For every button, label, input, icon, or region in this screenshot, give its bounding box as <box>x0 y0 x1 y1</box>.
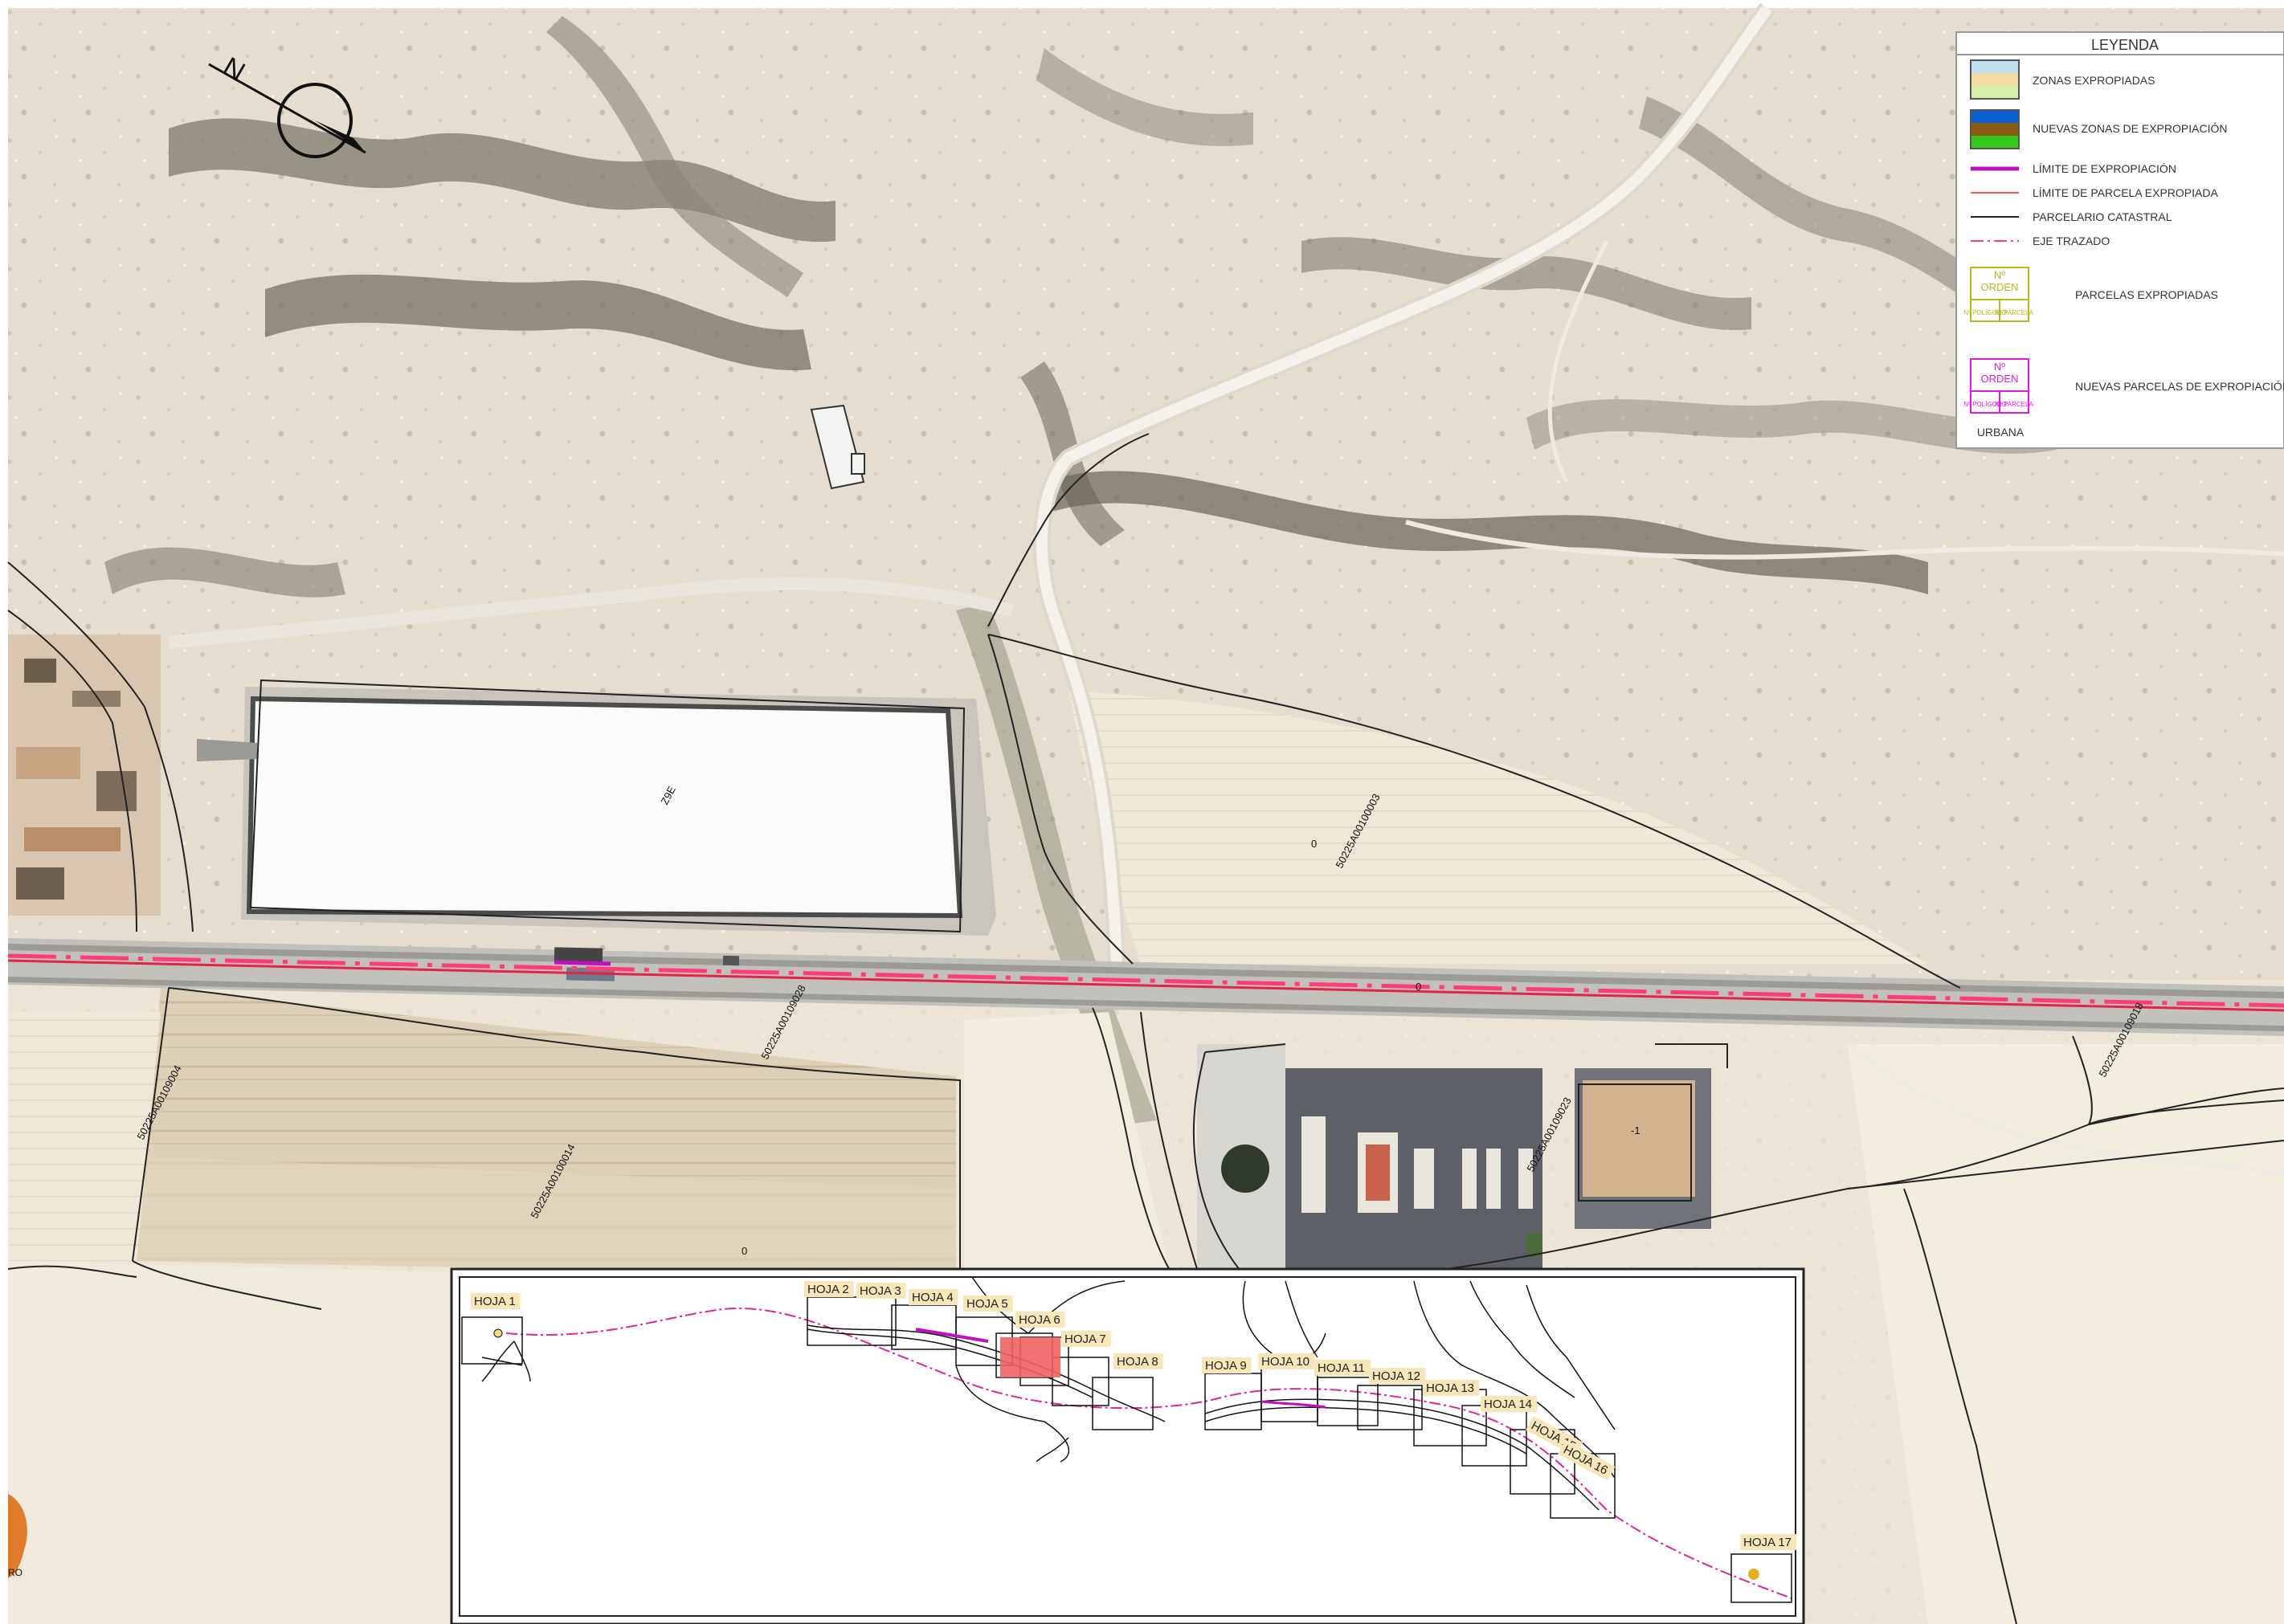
hoja-label-3: HOJA 3 <box>856 1283 906 1299</box>
legend-limite-parcela: LÍMITE DE PARCELA EXPROPIADA <box>2033 186 2218 199</box>
hoja-label-text: HOJA 13 <box>1426 1381 1474 1395</box>
legend-parcelas-box: Nº ORDEN Nº POLÍGONO Nº PARCELA <box>1963 267 2033 322</box>
parcel-label-7: 0 <box>742 1245 747 1257</box>
hoja-label-2: HOJA 2 <box>804 1281 854 1297</box>
hoja-label-bg <box>856 1283 906 1299</box>
hoja-label-1: HOJA 1 <box>471 1293 521 1309</box>
parcel-label-9: -1 <box>1631 1124 1640 1136</box>
legend-parcelario: PARCELARIO CATASTRAL <box>2033 210 2172 223</box>
hoja-label-text: HOJA 17 <box>1743 1536 1792 1549</box>
hoja-label-bg <box>909 1289 958 1305</box>
hoja-label-bg <box>471 1293 521 1309</box>
hoja-label-text: HOJA 9 <box>1205 1359 1247 1373</box>
hoja-label-bg <box>1258 1353 1315 1369</box>
nuevas-box-parcela: Nº PARCELA <box>1995 401 2033 408</box>
legend-urbana: URBANA <box>1977 426 2025 439</box>
parcelas-box-parcela: Nº PARCELA <box>1995 309 2033 316</box>
hoja-label-bg <box>804 1281 854 1297</box>
hoja-label-10: HOJA 10 <box>1258 1353 1315 1369</box>
hoja-label-text: HOJA 12 <box>1372 1369 1420 1383</box>
legend-zonas-expropiadas: ZONAS EXPROPIADAS <box>2033 74 2155 87</box>
hoja-label-bg <box>1314 1360 1371 1376</box>
hoja-label-text: HOJA 8 <box>1117 1355 1158 1369</box>
nuevas-box-poligono: Nº POLÍGONO <box>1963 401 2007 408</box>
nuevas-box-n: Nº <box>1994 361 2005 373</box>
hoja-label-text: HOJA 14 <box>1484 1398 1532 1411</box>
legend-nuevas-zonas: NUEVAS ZONAS DE EXPROPIACIÓN <box>2033 122 2227 135</box>
hoja-label-text: HOJA 1 <box>474 1295 516 1308</box>
legend-eje: EJE TRAZADO <box>2033 235 2110 247</box>
hoja-label-text: HOJA 2 <box>807 1283 849 1296</box>
hoja-label-bg <box>963 1296 1013 1312</box>
parcel-label-2: 0 <box>1311 838 1317 850</box>
hoja-label-bg <box>1061 1331 1111 1347</box>
cadastral-parcel-lines <box>7 433 2284 1624</box>
hoja-label-14: HOJA 14 <box>1481 1396 1538 1412</box>
parcelas-box-poligono: Nº POLÍGONO <box>1963 309 2007 316</box>
hoja-label-bg <box>1558 1439 1616 1481</box>
hoja-label-7: HOJA 7 <box>1061 1331 1111 1347</box>
key-map-inset: HOJA 1 HOJA 2 HOJA 3 HOJA 4 HOJA 5 HOJA 6 HOJA… <box>450 1267 1805 1624</box>
hoja-label-text: HOJA 5 <box>966 1297 1008 1311</box>
parcel-label-11: 0 <box>1416 981 1421 993</box>
parcelas-box-orden: ORDEN <box>1981 281 2019 293</box>
hoja-label-bg <box>1202 1357 1252 1373</box>
industrial-yard <box>8 635 161 916</box>
hoja-label-6: HOJA 6 <box>1015 1312 1065 1328</box>
hoja-label-5: HOJA 5 <box>963 1296 1013 1312</box>
legend-limite-expropiacion: LÍMITE DE EXPROPIACIÓN <box>2033 162 2176 175</box>
hoja-label-bg <box>1740 1534 1797 1550</box>
corner-fragment: RO <box>8 1494 27 1578</box>
hoja-label-text: HOJA 10 <box>1261 1355 1310 1369</box>
parcelas-box-n: Nº <box>1994 269 2005 281</box>
legend: LEYENDA ZONAS EXPROPIADAS NUEVAS ZONAS D… <box>1955 31 2284 449</box>
legend-nuevas-parcelas: NUEVAS PARCELAS DE EXPROPIACIÓN <box>2075 380 2284 393</box>
hoja-label-text: HOJA 6 <box>1019 1313 1060 1327</box>
legend-nuevas-parcelas-box: Nº ORDEN Nº POLÍGONO Nº PARCELA <box>1963 358 2033 414</box>
hoja-label-text: HOJA 7 <box>1064 1332 1106 1346</box>
hoja-label-4: HOJA 4 <box>909 1289 958 1305</box>
dirt-roads <box>168 2 2284 1176</box>
hoja-label-8: HOJA 8 <box>1113 1353 1163 1369</box>
hoja-label-bg <box>1369 1368 1426 1384</box>
hoja-label-13: HOJA 13 <box>1423 1380 1480 1396</box>
hoja-label-text: HOJA 3 <box>860 1284 901 1298</box>
hoja-label-bg <box>1015 1312 1065 1328</box>
hoja-label-17: HOJA 17 <box>1740 1534 1797 1550</box>
hoja-label-bg <box>1423 1380 1480 1396</box>
hoja-label-9: HOJA 9 <box>1202 1357 1252 1373</box>
legend-title: LEYENDA <box>2091 37 2159 53</box>
hoja-label-bg <box>1113 1353 1163 1369</box>
nuevas-box-orden: ORDEN <box>1981 373 2019 385</box>
hoja-label-text: HOJA 11 <box>1318 1361 1365 1375</box>
small-building <box>810 404 865 490</box>
legend-parcelas-expropiadas: PARCELAS EXPROPIADAS <box>2075 288 2218 301</box>
service-area <box>1197 1044 1711 1269</box>
hoja-label-12: HOJA 12 <box>1369 1368 1426 1384</box>
swatch-nuevas-zonas <box>1970 109 2020 149</box>
hoja-label-11: HOJA 11 <box>1314 1360 1371 1376</box>
hoja-label-text: HOJA 4 <box>912 1291 954 1304</box>
hoja-label-bg <box>1481 1396 1538 1412</box>
swatch-zonas-expropiadas <box>1970 59 2020 100</box>
corner-text: RO <box>8 1567 22 1578</box>
reservoir <box>197 687 996 936</box>
axis-line <box>7 953 2284 1012</box>
